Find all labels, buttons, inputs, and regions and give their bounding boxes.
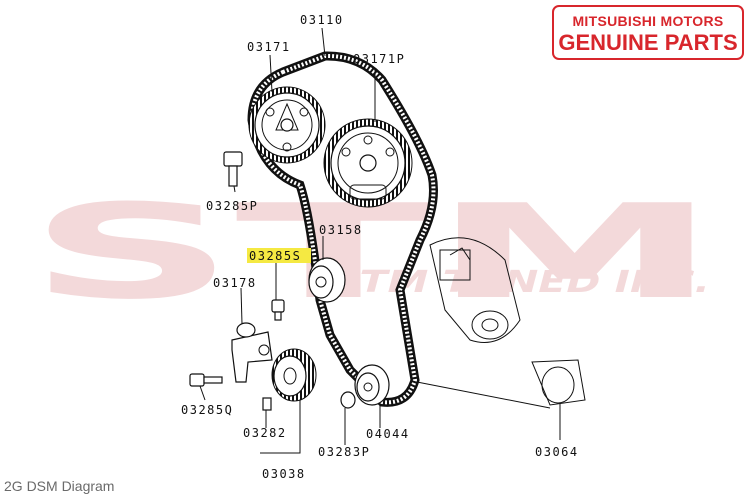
diagram-caption: 2G DSM Diagram xyxy=(4,478,115,494)
label-03282: 03282 xyxy=(243,426,287,440)
tensioner-bracket xyxy=(231,322,273,383)
bolt-03285q xyxy=(189,373,223,387)
washer xyxy=(340,391,356,409)
label-03171p: 03171P xyxy=(353,52,405,66)
highlight-03285s xyxy=(247,248,311,263)
watermark-small-text: STM TUNED INC. xyxy=(330,265,710,300)
cam-sprocket-right xyxy=(323,118,413,208)
label-03158: 03158 xyxy=(319,223,363,237)
woodruff-key xyxy=(262,397,272,411)
idler-pulley xyxy=(308,257,346,303)
bolt-03285p xyxy=(223,151,243,187)
belt-cover xyxy=(531,359,586,406)
leader-lines xyxy=(199,27,561,454)
cam-sprocket-left xyxy=(248,86,326,164)
label-03110: 03110 xyxy=(300,13,344,27)
crank-sprocket xyxy=(271,348,317,402)
label-03285s: 03285S xyxy=(249,249,301,263)
label-03285p: 03285P xyxy=(206,199,258,213)
tensioner-assembly xyxy=(429,237,521,343)
lower-idler-pulley xyxy=(354,364,390,406)
badge-tagline: GENUINE PARTS xyxy=(558,30,738,55)
genuine-parts-badge: MITSUBISHI MOTORS GENUINE PARTS xyxy=(552,5,744,60)
label-03064: 03064 xyxy=(535,445,579,459)
part-labels: 03110 03171 03171P 03285P 03158 03285S 0… xyxy=(181,13,579,481)
label-03178: 03178 xyxy=(213,276,257,290)
label-03283p: 03283P xyxy=(318,445,370,459)
label-03285q: 03285Q xyxy=(181,403,233,417)
label-03171: 03171 xyxy=(247,40,291,54)
label-03038: 03038 xyxy=(262,467,306,481)
label-04044: 04044 xyxy=(366,427,410,441)
badge-brand: MITSUBISHI MOTORS xyxy=(572,13,724,29)
bolt-03285s xyxy=(271,299,285,321)
